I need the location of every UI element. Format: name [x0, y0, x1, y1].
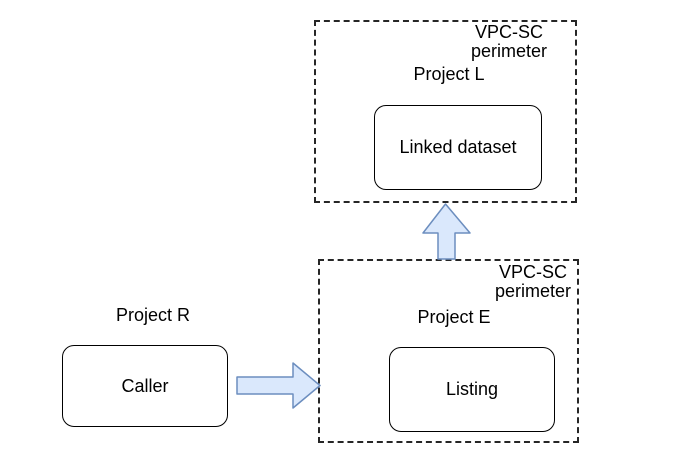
vpc-sc-perimeter-top-label: VPC-SC perimeter — [470, 22, 548, 61]
listing-node: Listing — [389, 347, 555, 432]
project-l-label: Project L — [413, 64, 485, 84]
arrow-right-icon — [236, 362, 321, 409]
caller-node-label: Caller — [121, 375, 169, 396]
project-e-label: Project E — [417, 307, 491, 327]
vpc-sc-perimeter-top: VPC-SC perimeter Project L Linked datase… — [314, 20, 577, 203]
arrow-up-shape — [422, 203, 471, 260]
listing-node-label: Listing — [445, 379, 499, 399]
vpc-sc-perimeter-bottom-label: VPC-SC perimeter — [494, 262, 572, 301]
project-r-label: Project R — [115, 305, 191, 325]
linked-dataset-node-label: Linked dataset — [399, 137, 517, 157]
arrow-right-shape — [236, 362, 321, 409]
caller-node: Caller — [62, 345, 228, 427]
arrow-up-icon — [422, 203, 471, 260]
linked-dataset-node: Linked dataset — [374, 105, 542, 190]
vpc-sc-perimeter-bottom: VPC-SC perimeter Project E Listing — [318, 259, 579, 443]
